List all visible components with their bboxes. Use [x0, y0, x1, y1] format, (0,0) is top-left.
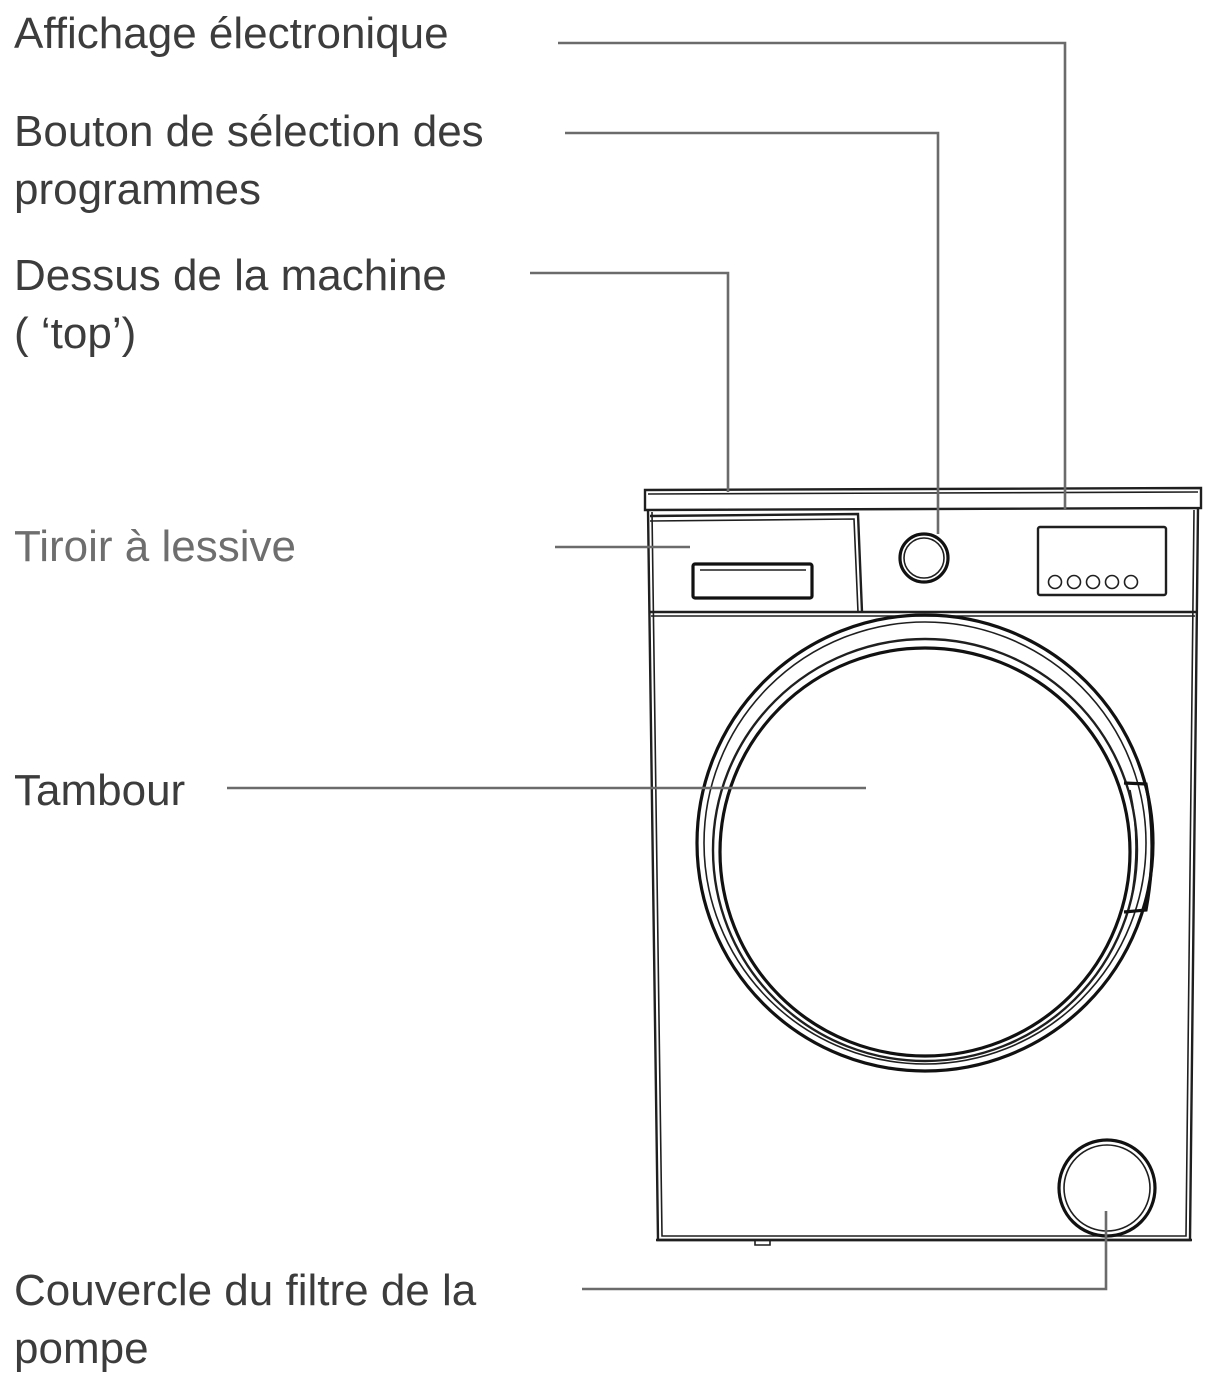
machine-foot	[754, 1240, 771, 1246]
leader-lines	[227, 41, 1108, 1291]
label-program-knob: Bouton de sélection des programmes	[14, 103, 484, 219]
washing-machine	[643, 486, 1203, 1246]
label-electronic-display: Affichage électronique	[14, 5, 449, 63]
door-ring-2	[703, 621, 1147, 1065]
label-pump-filter-line1: Couvercle du filtre de la	[14, 1266, 477, 1315]
label-machine-top: Dessus de la machine ( ‘top’)	[14, 247, 447, 363]
display-button	[1085, 574, 1101, 590]
drawer-handle	[691, 562, 814, 600]
detergent-drawer	[649, 512, 864, 613]
machine-cabinet	[646, 507, 1200, 1242]
label-electronic-display-text: Affichage électronique	[14, 9, 449, 58]
electronic-display	[1036, 525, 1168, 597]
display-button	[1123, 574, 1139, 590]
label-machine-top-line1: Dessus de la machine	[14, 251, 447, 300]
program-selector-knob	[898, 532, 950, 584]
label-detergent-drawer: Tiroir à lessive	[14, 518, 296, 576]
label-pump-filter-line2: pompe	[14, 1324, 149, 1373]
leader-pump-filter	[582, 1211, 1108, 1291]
label-detergent-drawer-text: Tiroir à lessive	[14, 522, 296, 571]
machine-cabinet-inner	[651, 509, 1195, 1237]
machine-top-edge	[647, 491, 1199, 495]
leader-top	[530, 271, 730, 492]
display-buttons	[1047, 574, 1139, 590]
leader-program-knob	[565, 131, 940, 534]
leader-display	[558, 41, 1067, 510]
label-pump-filter: Couvercle du filtre de la pompe	[14, 1262, 476, 1378]
door-ring-3	[711, 637, 1139, 1063]
label-program-knob-line1: Bouton de sélection des	[14, 107, 484, 156]
display-button	[1047, 574, 1063, 590]
drawer-front-inner	[649, 518, 859, 613]
display-button	[1104, 574, 1120, 590]
machine-top	[643, 486, 1203, 512]
label-drum: Tambour	[14, 762, 185, 820]
door-outer-ring	[695, 613, 1155, 1073]
door-glass	[718, 646, 1132, 1058]
display-button	[1066, 574, 1082, 590]
label-program-knob-line2: programmes	[14, 165, 261, 214]
drawer-front	[649, 512, 864, 613]
display-frame	[1036, 525, 1168, 597]
label-machine-top-line2: ( ‘top’)	[14, 309, 137, 358]
drum-door	[695, 613, 1155, 1073]
label-drum-text: Tambour	[14, 766, 186, 815]
door-handle-inner	[1129, 789, 1137, 906]
door-handle	[1123, 781, 1154, 914]
